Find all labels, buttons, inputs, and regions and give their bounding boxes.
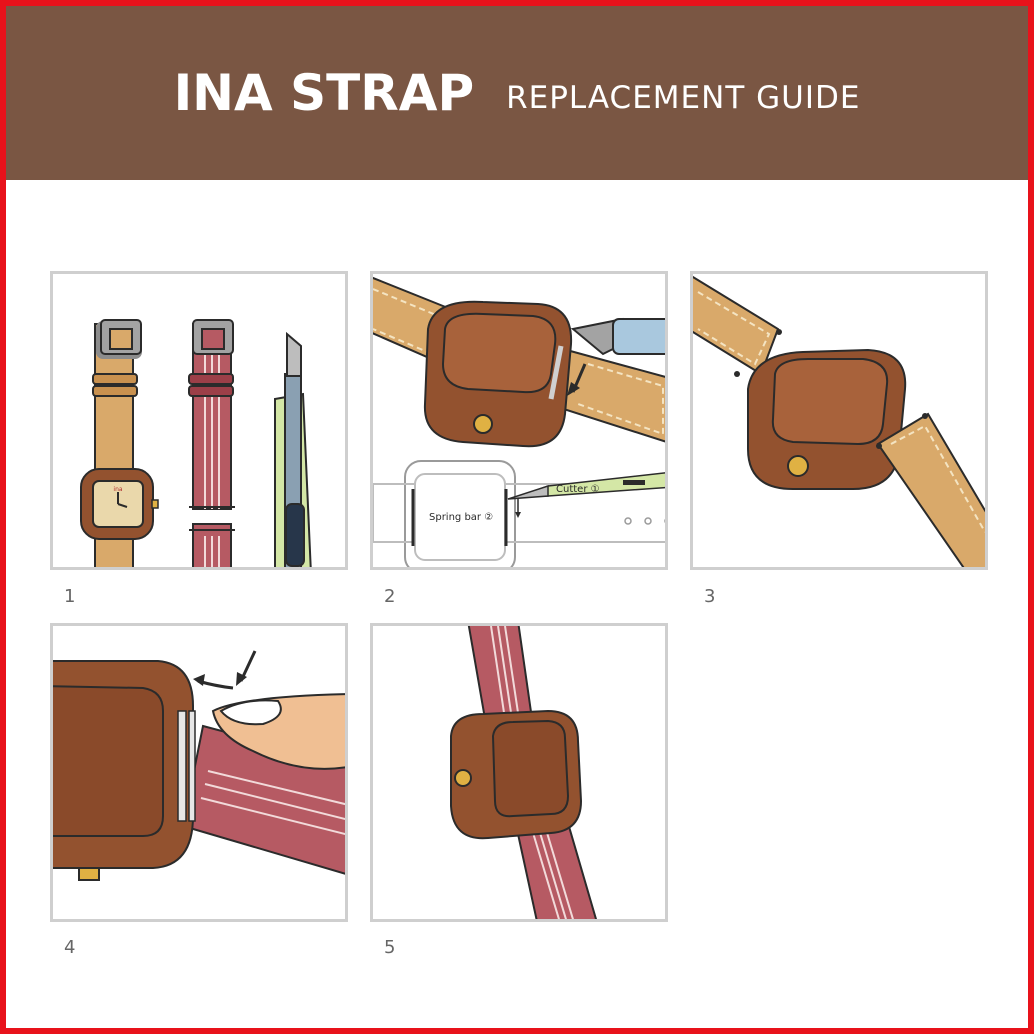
step-3-panel [690, 271, 988, 570]
step-5-number: 5 [384, 937, 396, 958]
cutter-label: Cutter ① [556, 484, 600, 495]
header-banner: INA STRAP REPLACEMENT GUIDE [6, 6, 1028, 180]
step-2-number: 2 [384, 586, 396, 607]
title: INA STRAP [173, 64, 475, 122]
step-3-illustration [693, 275, 985, 567]
crown [78, 867, 100, 881]
tan-strap-watch: ina [80, 319, 159, 567]
cutter-diagram: Cutter ① [507, 472, 665, 500]
spring-bar-label: Spring bar ② [429, 512, 493, 523]
arrow-icon [193, 674, 205, 686]
arrow-icon-2 [236, 672, 247, 686]
outline-diagram: Spring bar ② [373, 460, 665, 567]
red-striped-strap [188, 319, 235, 567]
step-4-number: 4 [64, 937, 76, 958]
step-1-panel: ina [50, 271, 348, 570]
detached-strap-bottom [876, 412, 985, 567]
step-3-number: 3 [704, 586, 716, 607]
tool-handle [612, 318, 665, 355]
step-1-number: 1 [64, 586, 76, 607]
step-5-illustration [450, 626, 597, 919]
detached-strap-top [693, 275, 780, 376]
step-5-panel [370, 623, 668, 922]
crown [454, 769, 472, 787]
svg-text:ina: ina [113, 486, 122, 493]
step-4-illustration [53, 650, 345, 881]
fingernail [219, 699, 282, 726]
subtitle: REPLACEMENT GUIDE [506, 80, 861, 116]
step-2-panel: Spring bar ② Cutter ① [370, 271, 668, 570]
step-2-illustration: Spring bar ② Cutter ① [373, 276, 665, 567]
step-4-panel [50, 623, 348, 922]
crown [787, 455, 809, 477]
crown [473, 414, 493, 434]
utility-cutter [274, 331, 312, 567]
step-1-illustration: ina [80, 319, 312, 567]
